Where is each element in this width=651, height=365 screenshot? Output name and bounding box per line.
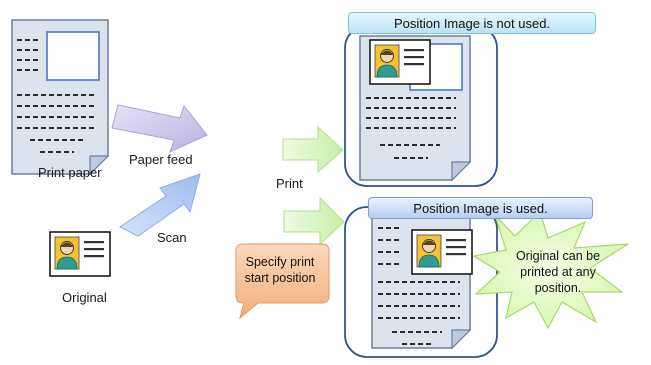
- print-label: Print: [276, 176, 303, 191]
- specify-start-position-text: Specify print start position: [244, 255, 316, 285]
- dog-ear-page-icon: [89, 155, 110, 176]
- paper-feed-label: Paper feed: [129, 152, 193, 167]
- print-paper-text-lines: [17, 39, 96, 153]
- any-position-text: Original can be printed at any position.: [515, 249, 601, 295]
- printed-id-card-used-icon: [411, 229, 473, 275]
- star-burst-icon: [472, 210, 629, 330]
- print-arrow-top-icon: [282, 125, 344, 174]
- original-label: Original: [62, 290, 107, 305]
- printed-id-card-not-used-icon: [369, 39, 431, 85]
- position-image-used-banner: Position Image is used.: [368, 197, 593, 219]
- original-id-card-icon: [49, 231, 111, 277]
- print-area-box: [46, 31, 100, 81]
- print-paper-sheet: [11, 19, 110, 176]
- specify-start-callout: [235, 243, 330, 320]
- scan-label: Scan: [157, 230, 187, 245]
- print-paper-label: Print paper: [38, 165, 102, 180]
- scan-arrow-icon: [119, 173, 201, 237]
- paper-feed-arrow-icon: [111, 104, 208, 153]
- print-arrow-bottom-icon: [283, 196, 345, 246]
- position-image-not-used-banner: Position Image is not used.: [348, 12, 596, 34]
